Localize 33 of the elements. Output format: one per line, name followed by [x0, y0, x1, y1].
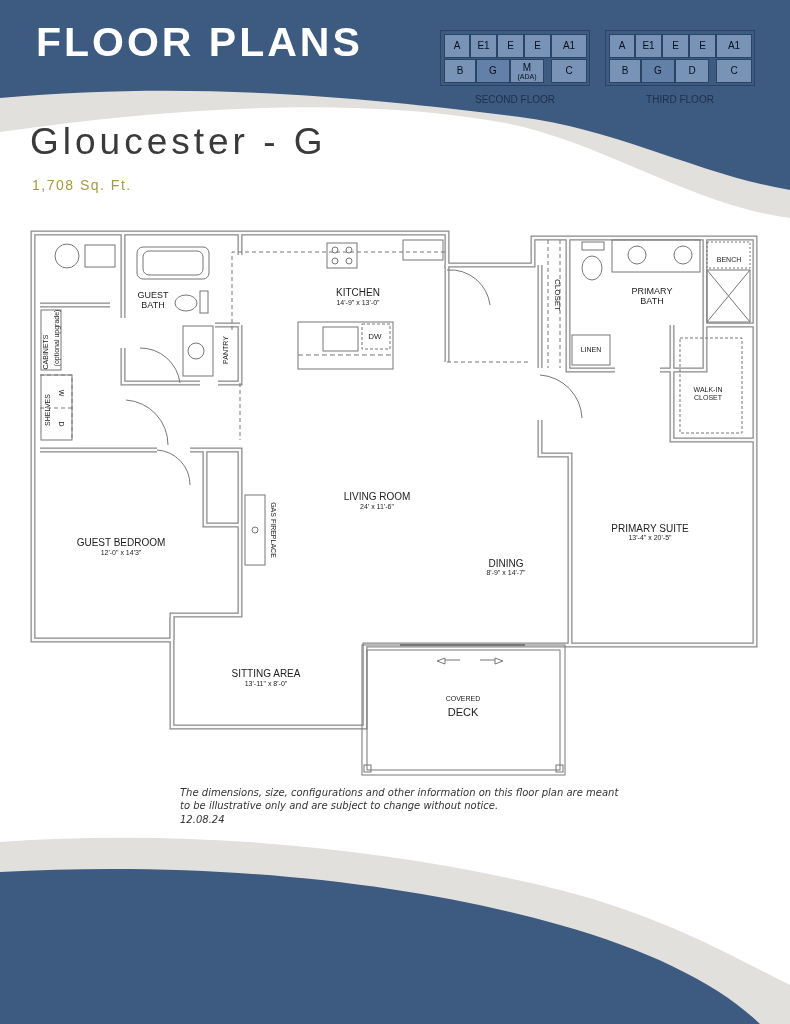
unit-cell: A: [609, 34, 635, 58]
room-label: KITCHEN: [336, 287, 380, 299]
unit-cell: E: [662, 34, 689, 58]
unit-cell: E: [497, 34, 524, 58]
area-text: 1,708 Sq. Ft.: [32, 177, 132, 194]
unit-cell: E1: [635, 34, 662, 58]
room-label: LIVING ROOM: [343, 491, 411, 503]
unit-cell: A1: [551, 34, 587, 58]
room-label: CLOSET: [552, 279, 562, 311]
unit-cell: E: [524, 34, 551, 58]
unit-cell: B: [609, 59, 641, 83]
room-label: DECK: [447, 705, 479, 719]
room-label: GUEST BATH: [136, 289, 170, 311]
page-title: FLOOR PLANS: [36, 22, 363, 63]
room-label: PRIMARY BATH: [630, 285, 674, 307]
unit-cell: C: [716, 59, 752, 83]
unit-cell: A: [444, 34, 470, 58]
unit-cell: D: [675, 59, 709, 83]
date-text: 12.08.24: [180, 814, 225, 826]
room-label: PRIMARY SUITE: [611, 523, 689, 535]
unit-cell: C: [551, 59, 587, 83]
disclaimer-note: The dimensions, size, configurations and other information on this floor plan are meant to be illustrative only and are subject to change without notice.: [180, 786, 620, 812]
plan-name: Gloucester - G: [30, 122, 327, 160]
appliance-label: DW: [368, 332, 382, 342]
room-label: SITTING AREA: [231, 668, 301, 680]
unit-cell: B: [444, 59, 476, 83]
unit-cell: E1: [470, 34, 497, 58]
unit-cell: A1: [716, 34, 752, 58]
unit-cell: E: [689, 34, 716, 58]
unit-cell: G: [641, 59, 675, 83]
unit-cell: G: [476, 59, 510, 83]
room-label: GUEST BEDROOM: [76, 537, 166, 549]
room-label: DINING: [488, 558, 524, 570]
